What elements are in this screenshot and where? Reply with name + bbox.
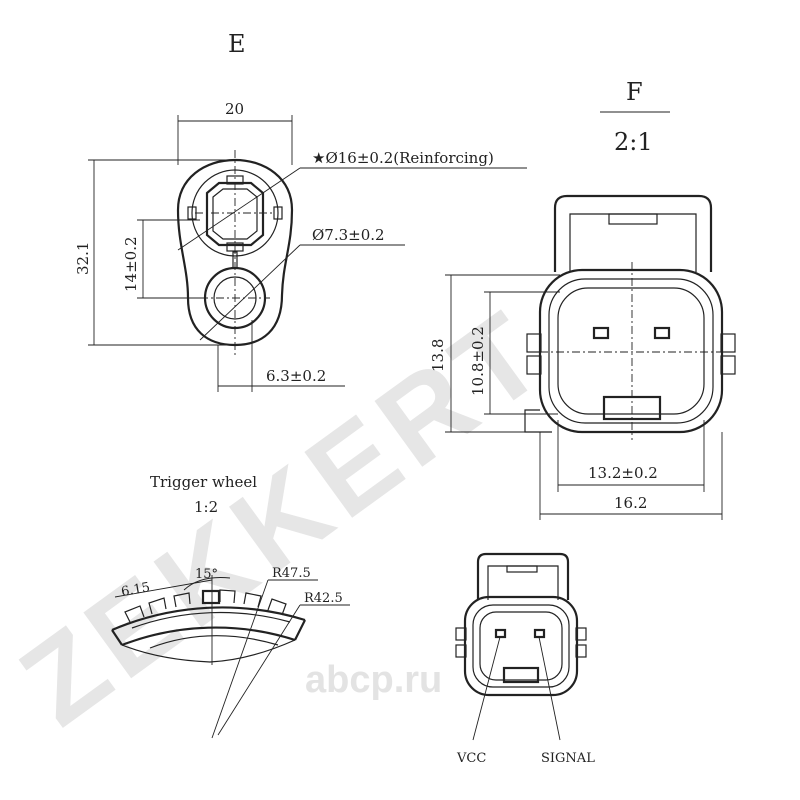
label-vcc: VCC	[456, 751, 486, 766]
trigger-wheel: Trigger wheel 1:2 6.15 15° R47.5	[111, 473, 350, 739]
trigger-wheel-scale: 1:2	[194, 498, 218, 516]
trigger-wheel-title: Trigger wheel	[150, 473, 257, 491]
view-f-title: F	[626, 78, 643, 106]
dim-offset: 6.3±0.2	[266, 367, 326, 385]
dim-14: 14±0.2	[122, 236, 140, 292]
dim-pitch: 6.15	[120, 580, 151, 600]
dim-angle: 15°	[195, 567, 218, 582]
dim-10-8: 10.8±0.2	[469, 326, 487, 396]
view-e-title: E	[228, 30, 246, 58]
watermark-site: abcp.ru	[305, 659, 442, 701]
view-f: F 2:1 13.8 10.8±0.2	[429, 78, 736, 520]
view-e: E 20 32.1 14±0.2	[74, 30, 527, 392]
dim-height-32-1: 32.1	[74, 242, 92, 275]
dim-width-20: 20	[225, 100, 244, 118]
dim-16-2: 16.2	[614, 494, 647, 512]
connector-pinout: VCC SIGNAL	[455, 552, 595, 766]
label-signal: SIGNAL	[541, 751, 595, 766]
dim-r-outer: R47.5	[272, 566, 311, 581]
view-f-scale: 2:1	[614, 128, 653, 156]
dim-bore: Ø7.3±0.2	[312, 226, 385, 244]
pin-signal	[533, 628, 546, 639]
dim-13-8: 13.8	[429, 339, 447, 372]
dim-13-2: 13.2±0.2	[588, 464, 658, 482]
dim-r-inner: R42.5	[304, 591, 343, 606]
pin-vcc	[494, 628, 507, 639]
dim-reinforcing: ★Ø16±0.2(Reinforcing)	[312, 149, 494, 167]
